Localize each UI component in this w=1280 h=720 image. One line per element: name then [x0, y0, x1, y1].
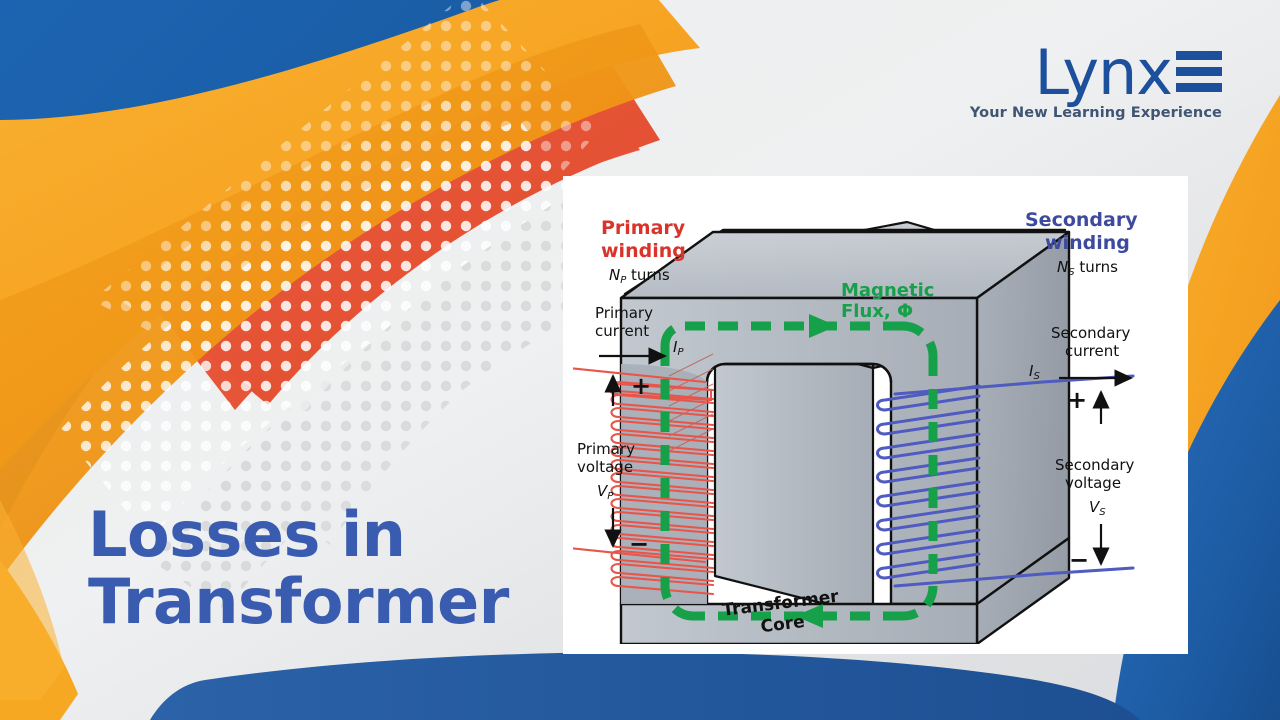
- flux-arrowheads: [795, 314, 837, 628]
- label-secondary-minus: −: [1069, 546, 1089, 574]
- page-title: Losses in Transformer: [88, 498, 509, 638]
- label-primary-voltage-symbol: VP: [597, 482, 614, 502]
- label-secondary-voltage-symbol: VS: [1089, 498, 1106, 518]
- label-secondary-current-symbol: IS: [1029, 362, 1040, 382]
- core-body: [619, 230, 1071, 606]
- deco-orange-topleft-main: [0, 0, 700, 470]
- magnetic-flux-path: [660, 321, 938, 621]
- logo-tagline: Your New Learning Experience: [969, 104, 1222, 121]
- label-primary-plus: +: [631, 372, 651, 400]
- logo-wordmark: Lynx: [1034, 36, 1173, 109]
- label-secondary-winding: Secondary: [1025, 209, 1138, 231]
- label-primary-voltage-2: voltage: [577, 458, 633, 476]
- deco-blue-bottom-band: [150, 652, 1140, 720]
- label-secondary-current-2: current: [1065, 342, 1119, 360]
- label-primary-winding: Primary: [601, 217, 686, 239]
- label-secondary-current: Secondary: [1051, 324, 1131, 342]
- transformer-diagram-panel: Primary winding NP turns Primary current…: [563, 176, 1188, 654]
- label-magnetic-flux: Magnetic: [841, 280, 934, 301]
- label-magnetic-flux-2: Flux, Φ: [841, 300, 913, 322]
- label-primary-minus: −: [629, 530, 649, 558]
- label-secondary-winding-2: winding: [1045, 232, 1130, 254]
- logo-row: Lynx: [970, 36, 1222, 109]
- transformer-diagram: Primary winding NP turns Primary current…: [573, 186, 1178, 644]
- flux-arrow-top: [809, 314, 837, 338]
- label-secondary-voltage: Secondary: [1055, 456, 1135, 474]
- brand-logo: Lynx Your New Learning Experience: [969, 36, 1222, 121]
- label-secondary-turns: NS turns: [1057, 258, 1118, 278]
- label-secondary-voltage-2: voltage: [1065, 474, 1121, 492]
- label-primary-current-2: current: [595, 322, 649, 340]
- flux-arrow-bottom: [795, 604, 823, 628]
- label-secondary-plus: +: [1067, 386, 1087, 414]
- label-primary-voltage: Primary: [577, 440, 635, 458]
- label-primary-current: Primary: [595, 304, 653, 322]
- label-primary-turns: NP turns: [609, 266, 670, 286]
- label-primary-current-symbol: IP: [673, 338, 684, 358]
- label-primary-winding-2: winding: [601, 240, 686, 262]
- three-bar-equals-icon: [1176, 50, 1222, 96]
